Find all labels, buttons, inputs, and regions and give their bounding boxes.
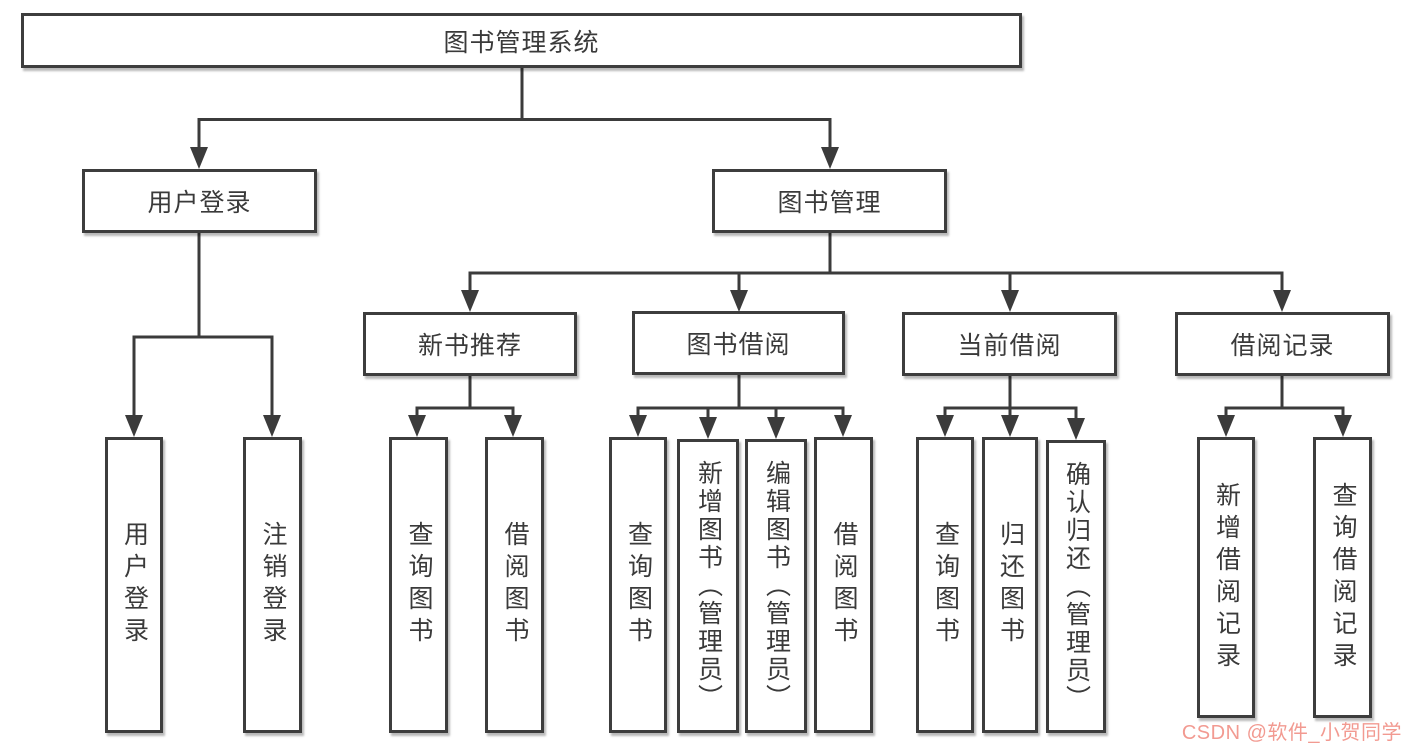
node-borrow-records-label: 借阅记录 bbox=[1230, 332, 1335, 360]
node-book-management: 图书管理 bbox=[712, 169, 947, 233]
leaf-recommend-borrow-book-label: 借阅图书 bbox=[501, 521, 529, 649]
leaf-edit-book-admin: 编辑图书（管理员） bbox=[745, 439, 807, 733]
leaf-recommend-query-book: 查询图书 bbox=[389, 437, 448, 733]
leaf-recommend-query-book-label: 查询图书 bbox=[405, 521, 433, 649]
node-borrow-records: 借阅记录 bbox=[1175, 312, 1390, 376]
leaf-add-borrow-record-label: 新增借阅记录 bbox=[1212, 481, 1241, 674]
node-root-system-label: 图书管理系统 bbox=[443, 28, 600, 57]
leaf-add-book-admin-label: 新增图书（管理员） bbox=[694, 460, 723, 712]
leaf-logout-login: 注销登录 bbox=[243, 437, 302, 733]
leaf-query-borrow-record: 查询借阅记录 bbox=[1313, 437, 1372, 718]
node-user-login: 用户登录 bbox=[82, 169, 317, 233]
leaf-edit-book-admin-label: 编辑图书（管理员） bbox=[762, 460, 791, 712]
leaf-add-book-admin: 新增图书（管理员） bbox=[677, 439, 739, 733]
leaf-user-login-label: 用户登录 bbox=[120, 521, 149, 649]
node-user-login-label: 用户登录 bbox=[147, 189, 252, 217]
leaf-user-login: 用户登录 bbox=[105, 437, 163, 733]
node-book-borrow-label: 图书借阅 bbox=[686, 331, 791, 359]
node-current-borrow-label: 当前借阅 bbox=[957, 332, 1062, 360]
leaf-return-book-label: 归还图书 bbox=[996, 521, 1025, 649]
leaf-current-query-book: 查询图书 bbox=[916, 437, 974, 733]
leaf-borrow-query-book: 查询图书 bbox=[609, 437, 667, 733]
leaf-query-borrow-record-label: 查询借阅记录 bbox=[1329, 481, 1357, 674]
leaf-confirm-return-admin: 确认归还（管理员） bbox=[1046, 440, 1106, 733]
leaf-logout-login-label: 注销登录 bbox=[259, 521, 287, 649]
node-current-borrow: 当前借阅 bbox=[902, 312, 1117, 376]
leaf-borrow-borrow-book-label: 借阅图书 bbox=[830, 521, 858, 649]
leaf-borrow-query-book-label: 查询图书 bbox=[624, 521, 653, 649]
leaf-recommend-borrow-book: 借阅图书 bbox=[485, 437, 544, 733]
node-book-management-label: 图书管理 bbox=[777, 189, 882, 217]
leaf-current-query-book-label: 查询图书 bbox=[931, 521, 960, 649]
leaf-borrow-borrow-book: 借阅图书 bbox=[814, 437, 873, 733]
leaf-add-borrow-record: 新增借阅记录 bbox=[1197, 437, 1255, 718]
node-book-borrow: 图书借阅 bbox=[632, 311, 845, 375]
node-new-book-recommend: 新书推荐 bbox=[363, 312, 577, 376]
csdn-watermark: CSDN @软件_小贺同学 bbox=[1181, 722, 1402, 744]
leaf-confirm-return-admin-label: 确认归还（管理员） bbox=[1062, 460, 1091, 713]
leaf-return-book: 归还图书 bbox=[982, 437, 1038, 733]
node-root-system: 图书管理系统 bbox=[21, 13, 1022, 68]
node-new-book-recommend-label: 新书推荐 bbox=[417, 332, 522, 360]
